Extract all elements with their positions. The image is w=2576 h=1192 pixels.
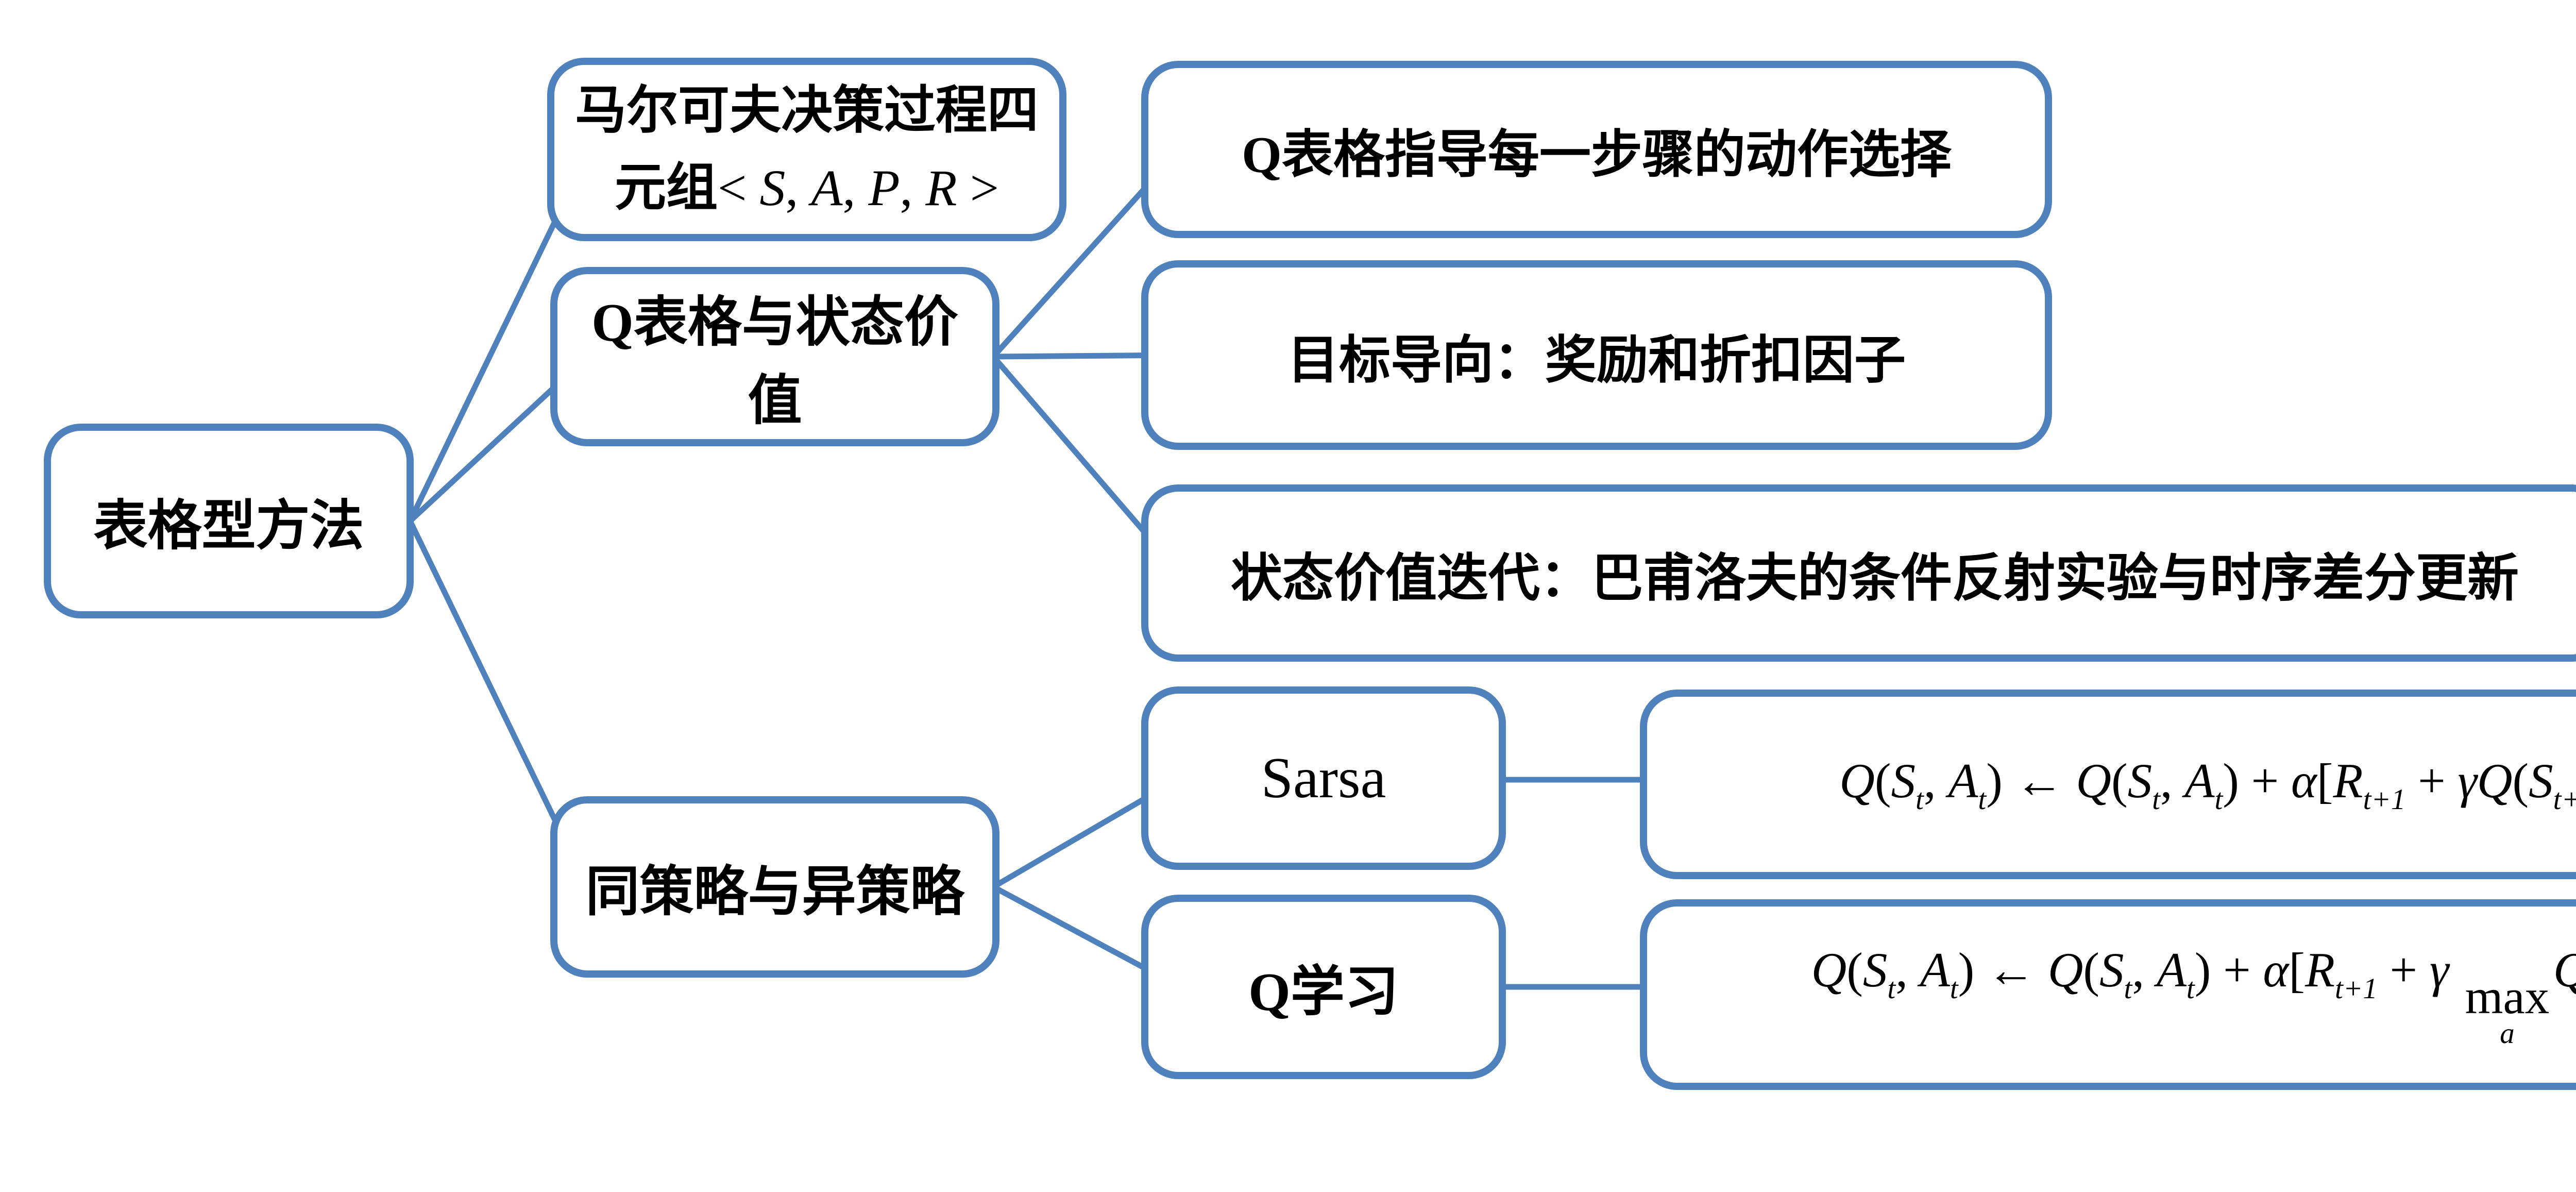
node-mdp-four-tuple: 马尔可夫决策过程四 元组< S, A, P, R >	[547, 58, 1066, 241]
node-root-label: 表格型方法	[93, 496, 364, 556]
node-policy-label: 同策略与异策略	[585, 862, 964, 922]
node-mdp-tuple-math: < S, A, P, R >	[717, 159, 999, 216]
node-qtable-action-selection: Q表格指导每一步骤的动作选择	[1141, 61, 2052, 238]
sarsa-formula: Q(St, At) ← Q(St, At) + α[Rt+1 + γQ(St+1…	[1839, 753, 2576, 816]
node-qlearning-label: Q学习	[1248, 962, 1399, 1022]
qlearning-formula: Q(St, At) ← Q(St, At) + α[Rt+1 + γ maxaQ…	[1811, 942, 2576, 1050]
node-value-label: 状态价值迭代：巴甫洛夫的条件反射实验与时序差分更新	[1231, 549, 2519, 607]
node-mdp-label: 马尔可夫决策过程四 元组< S, A, P, R >	[575, 72, 1039, 227]
node-qlearning: Q学习	[1141, 895, 1506, 1079]
node-qlearning-update-formula: Q(St, At) ← Q(St, At) + α[Rt+1 + γ maxaQ…	[1640, 899, 2576, 1090]
node-mdp-label-line2: 元组< S, A, P, R >	[575, 149, 1039, 227]
node-qtable-state-value: Q表格与状态价值	[550, 267, 999, 446]
node-sarsa-label: Sarsa	[1261, 746, 1386, 810]
node-state-value-iteration: 状态价值迭代：巴甫洛夫的条件反射实验与时序差分更新	[1141, 484, 2576, 662]
node-sarsa-update-formula: Q(St, At) ← Q(St, At) + α[Rt+1 + γQ(St+1…	[1640, 690, 2576, 879]
node-goal-reward-discount: 目标导向：奖励和折扣因子	[1141, 260, 2052, 450]
node-action-label: Q表格指导每一步骤的动作选择	[1242, 126, 1952, 183]
node-mdp-line2-prefix: 元组	[614, 159, 718, 216]
node-on-off-policy: 同策略与异策略	[550, 796, 999, 978]
node-sarsa: Sarsa	[1141, 686, 1506, 870]
node-mdp-label-line1: 马尔可夫决策过程四	[575, 82, 1039, 139]
node-root-tabular-methods: 表格型方法	[44, 424, 414, 618]
node-goal-label: 目标导向：奖励和折扣因子	[1287, 331, 1906, 389]
node-qtable-label: Q表格与状态价值	[591, 292, 958, 431]
